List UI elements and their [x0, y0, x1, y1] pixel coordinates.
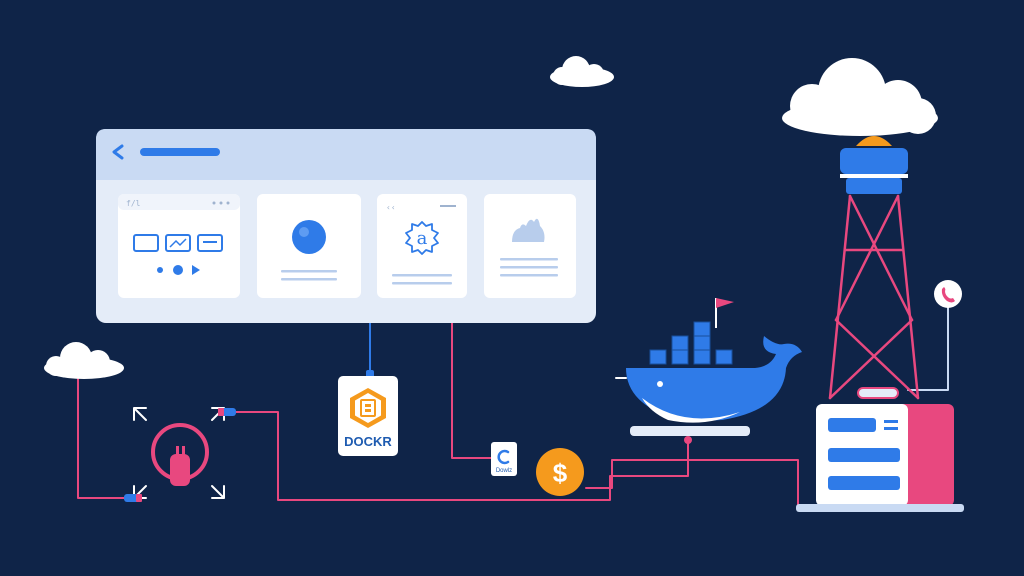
- hexagon-logo-icon: [350, 388, 386, 428]
- server-box: [796, 404, 964, 512]
- cable-phone: [907, 305, 949, 391]
- back-chevron-icon[interactable]: [112, 144, 124, 160]
- cable-left-cloud: [77, 377, 129, 499]
- media-thumb-2: [165, 234, 191, 252]
- media-dot-icon: [157, 267, 163, 273]
- cable-to-server: [585, 459, 799, 507]
- media-play-icon[interactable]: [192, 265, 200, 275]
- phone-icon: [941, 287, 955, 303]
- phone-bubble[interactable]: [934, 280, 962, 308]
- gear-icon: a: [405, 221, 439, 255]
- dollar-coin-icon: $: [536, 448, 584, 496]
- card-media-header-text: f/l: [126, 199, 141, 208]
- cable-panel-to-card: [451, 321, 493, 459]
- panel-title-bar: [140, 148, 220, 156]
- flag-icon: [716, 298, 734, 308]
- card-shape[interactable]: [484, 194, 576, 298]
- dollar-coin-symbol: $: [553, 458, 568, 488]
- radio-tower: [828, 136, 920, 400]
- docker-tag: DOCKR: [338, 370, 398, 456]
- plug-area: [124, 407, 236, 502]
- cloud-tower: [782, 58, 938, 136]
- docker-tag-label: DOCKR: [344, 434, 392, 449]
- media-thumb-3: [197, 234, 223, 252]
- cloud-small-top: [550, 56, 614, 87]
- gear-letter: a: [417, 228, 428, 249]
- docker-whale-icon: [615, 298, 802, 444]
- cloud-left: [44, 342, 124, 379]
- profile-circle-icon: [292, 220, 326, 254]
- media-record-icon: [173, 265, 183, 275]
- cable-plug-to-center: [229, 411, 689, 501]
- small-card-label: Dowlz: [496, 468, 512, 474]
- small-card-logo-icon: [497, 449, 510, 465]
- small-card: Dowlz: [491, 442, 517, 476]
- card-profile[interactable]: [257, 194, 361, 298]
- card-gear[interactable]: ‹‹ a: [377, 194, 467, 298]
- whale-eye: [657, 381, 663, 387]
- containers: [649, 321, 733, 365]
- connection-lines: [77, 305, 949, 507]
- card-media[interactable]: f/l: [118, 194, 240, 298]
- server-base: [796, 504, 964, 512]
- whale-platform: [630, 426, 750, 436]
- plug-icon: [170, 454, 190, 486]
- card-gear-back-text: ‹‹: [386, 203, 396, 212]
- shape-leaf-icon: [512, 218, 545, 242]
- media-thumb-1: [133, 234, 159, 252]
